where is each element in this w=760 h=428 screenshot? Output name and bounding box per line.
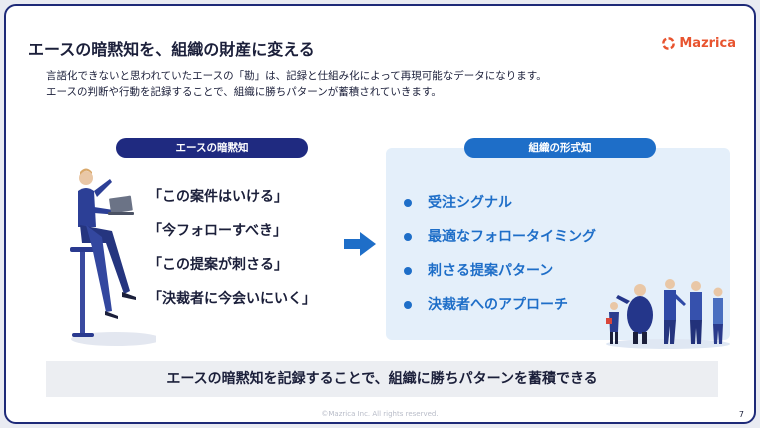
copyright-text: ©Mazrica Inc. All rights reserved. bbox=[321, 410, 439, 418]
bullet-icon bbox=[404, 199, 412, 207]
subtitle-line-2: エースの判断や行動を記録することで、組織に勝ちパターンが蓄積されていきます。 bbox=[46, 86, 442, 98]
bullet-icon bbox=[404, 267, 412, 275]
subtitle-line-1: 言語化できないと思われていたエースの「勘」は、記録と仕組み化によって再現可能なデ… bbox=[46, 70, 547, 82]
tacit-item: 「この案件はいける」 bbox=[148, 189, 288, 205]
formal-knowledge-list: 受注シグナル 最適なフォロータイミング 刺さる提案パターン 決裁者へのアプローチ bbox=[404, 186, 596, 322]
formal-item: 刺さる提案パターン bbox=[404, 254, 596, 288]
tacit-knowledge-label: エースの暗黙知 bbox=[116, 138, 308, 158]
summary-message: エースの暗黙知を記録することで、組織に勝ちパターンを蓄積できる bbox=[46, 361, 718, 397]
tacit-knowledge-list: 「この案件はいける」 「今フォローすべき」 「この提案が刺さる」 「決裁者に今会… bbox=[148, 186, 316, 322]
ace-person-illustration bbox=[70, 168, 156, 346]
bullet-icon bbox=[404, 233, 412, 241]
business-team-illustration bbox=[606, 279, 730, 349]
page-number: 7 bbox=[738, 410, 744, 419]
formal-item: 決裁者へのアプローチ bbox=[404, 288, 596, 322]
tacit-item: 「今フォローすべき」 bbox=[148, 223, 288, 239]
arrow-right-icon bbox=[344, 232, 376, 256]
mazrica-logo: Mazrica bbox=[661, 36, 736, 51]
formal-item: 受注シグナル bbox=[404, 186, 596, 220]
tacit-item: 「この提案が刺さる」 bbox=[148, 257, 288, 273]
slide-title: エースの暗黙知を、組織の財産に変える bbox=[28, 40, 315, 59]
formal-knowledge-label: 組織の形式知 bbox=[464, 138, 656, 158]
mazrica-logo-icon bbox=[662, 37, 676, 50]
logo-text: Mazrica bbox=[679, 36, 736, 51]
subtitle: 言語化できないと思われていたエースの「勘」は、記録と仕組み化によって再現可能なデ… bbox=[46, 68, 547, 100]
slide: エースの暗黙知を、組織の財産に変える Mazrica 言語化できないと思われてい… bbox=[4, 4, 756, 424]
tacit-item: 「決裁者に今会いにいく」 bbox=[148, 291, 316, 307]
bullet-icon bbox=[404, 301, 412, 309]
formal-item: 最適なフォロータイミング bbox=[404, 220, 596, 254]
